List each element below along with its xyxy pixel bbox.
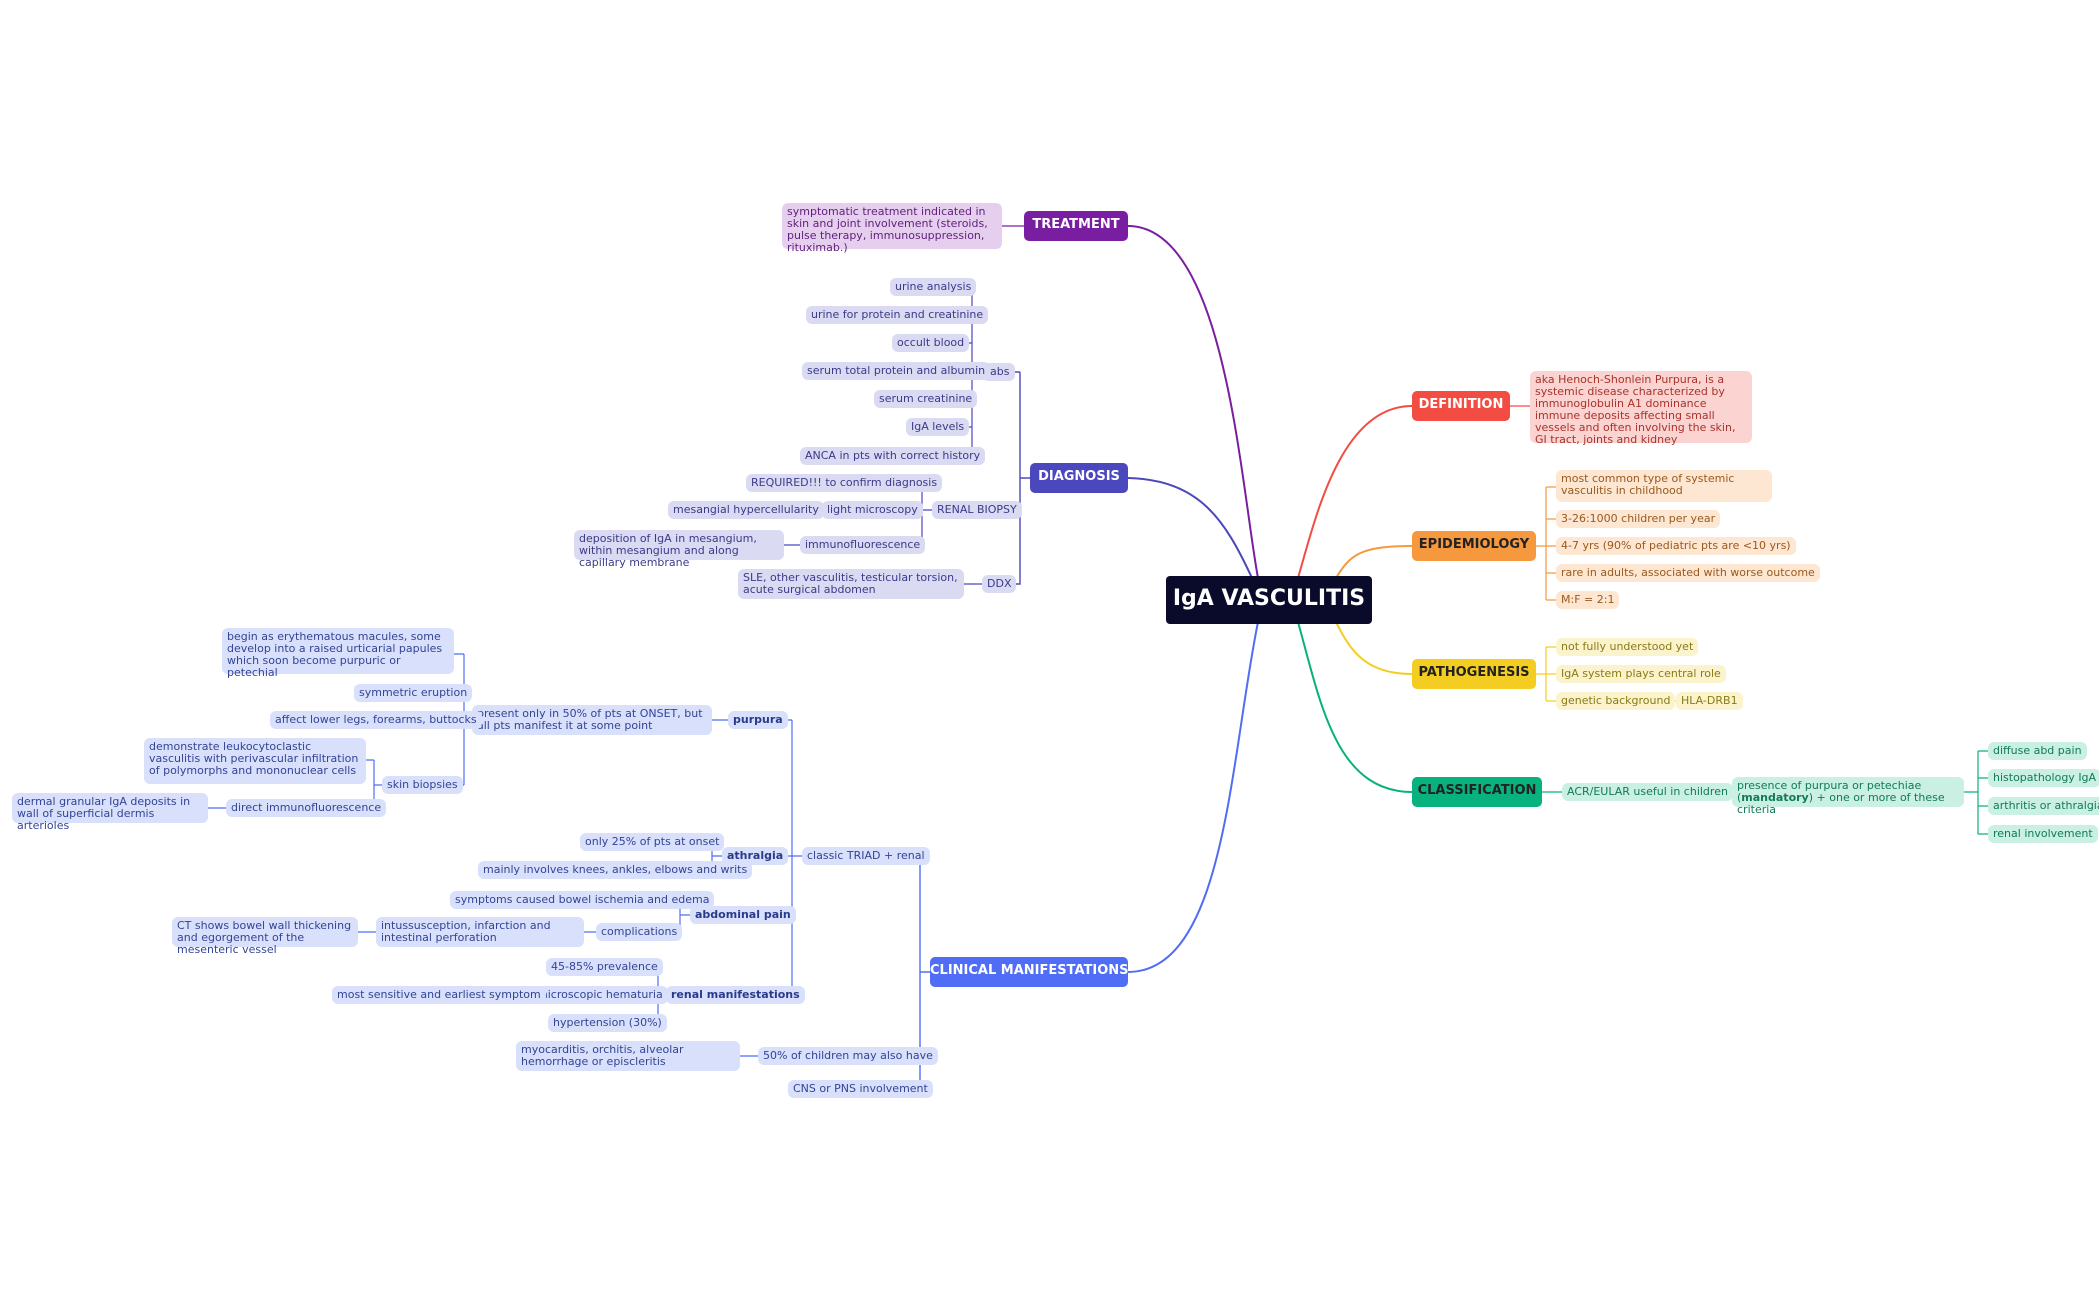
criteria-text-end: ) + one or more of these criteria: [1737, 791, 1945, 816]
biopsy-required[interactable]: REQUIRED!!! to confirm diagnosis: [746, 474, 943, 492]
treatment-topic[interactable]: TREATMENT: [1024, 211, 1128, 241]
skin-biopsies[interactable]: skin biopsies: [382, 776, 463, 794]
earliest-symptom[interactable]: most sensitive and earliest symptom: [332, 986, 546, 1004]
symmetric-eruption[interactable]: symmetric eruption: [354, 684, 473, 702]
lab-item[interactable]: IgA levels: [906, 418, 970, 436]
purpura-macules[interactable]: begin as erythematous macules, some deve…: [222, 628, 454, 679]
lab-item[interactable]: serum total protein and albumin: [802, 362, 991, 380]
renal-biopsy-node[interactable]: RENAL BIOPSY: [932, 501, 1022, 519]
root-topic[interactable]: IgA VASCULITIS: [1166, 576, 1372, 624]
epidemiology-topic[interactable]: EPIDEMIOLOGY: [1412, 531, 1536, 561]
children-may-have[interactable]: 50% of children may also have: [758, 1047, 938, 1065]
purpura-node[interactable]: purpura: [728, 711, 788, 729]
pathogenesis-item[interactable]: IgA system plays central role: [1556, 665, 1726, 683]
criteria-item[interactable]: histopathology IgA: [1988, 769, 2099, 787]
clinical-topic[interactable]: CLINICAL MANIFESTATIONS: [930, 957, 1129, 987]
diagnosis-topic[interactable]: DIAGNOSIS: [1030, 463, 1128, 493]
intussusception[interactable]: intussusception, infarction and intestin…: [376, 917, 584, 947]
athralgia-onset[interactable]: only 25% of pts at onset: [580, 833, 725, 851]
pathogenesis-item[interactable]: not fully understood yet: [1556, 638, 1699, 656]
lab-item[interactable]: urine for protein and creatinine: [806, 306, 989, 324]
leukocytoclastic-vasculitis[interactable]: demonstrate leukocytoclastic vasculitis …: [144, 738, 366, 784]
other-organs[interactable]: myocarditis, orchitis, alveolar hemorrha…: [516, 1041, 740, 1071]
lab-item[interactable]: ANCA in pts with correct history: [800, 447, 986, 465]
epidemiology-item[interactable]: rare in adults, associated with worse ou…: [1556, 564, 1820, 582]
lab-item[interactable]: occult blood: [892, 334, 970, 352]
bowel-ischemia[interactable]: symptoms caused bowel ischemia and edema: [450, 891, 715, 909]
epidemiology-item[interactable]: M:F = 2:1: [1556, 591, 1620, 609]
abdominal-pain-node[interactable]: abdominal pain: [690, 906, 796, 924]
ct-findings[interactable]: CT shows bowel wall thickening and egorg…: [172, 917, 358, 956]
lab-item[interactable]: serum creatinine: [874, 390, 978, 408]
criteria-item[interactable]: arthritis or athralgia: [1988, 797, 2099, 815]
renal-prevalence[interactable]: 45-85% prevalence: [546, 958, 663, 976]
definition-text[interactable]: aka Henoch-Shonlein Purpura, is a system…: [1530, 371, 1752, 446]
direct-immunofluorescence[interactable]: direct immunofluorescence: [226, 799, 387, 817]
purpura-onset[interactable]: present only in 50% of pts at ONSET, but…: [472, 705, 712, 735]
definition-topic[interactable]: DEFINITION: [1412, 391, 1510, 421]
microscopic-hematuria[interactable]: microscopic hematuria: [532, 986, 668, 1004]
ddx-node[interactable]: DDX: [982, 575, 1017, 593]
hypertension[interactable]: hypertension (30%): [548, 1014, 667, 1032]
epidemiology-item[interactable]: 4-7 yrs (90% of pediatric pts are <10 yr…: [1556, 537, 1796, 555]
criteria-mandatory: mandatory: [1741, 791, 1809, 804]
renal-manifestations-node[interactable]: renal manifestations: [666, 986, 805, 1004]
epidemiology-item[interactable]: most common type of systemic vasculitis …: [1556, 470, 1772, 502]
lab-item[interactable]: urine analysis: [890, 278, 977, 296]
hla-drb1[interactable]: HLA-DRB1: [1676, 692, 1743, 710]
complications-node[interactable]: complications: [596, 923, 683, 941]
treatment-note[interactable]: symptomatic treatment indicated in skin …: [782, 203, 1002, 254]
classification-topic[interactable]: CLASSIFICATION: [1412, 777, 1542, 807]
immunofluorescence[interactable]: immunofluorescence: [800, 536, 926, 554]
pathogenesis-topic[interactable]: PATHOGENESIS: [1412, 659, 1536, 689]
light-microscopy[interactable]: light microscopy: [822, 501, 923, 519]
athralgia-node[interactable]: athralgia: [722, 847, 789, 865]
classic-triad[interactable]: classic TRIAD + renal: [802, 847, 930, 865]
pathogenesis-item[interactable]: genetic background: [1556, 692, 1676, 710]
epidemiology-item[interactable]: 3-26:1000 children per year: [1556, 510, 1721, 528]
affected-areas[interactable]: affect lower legs, forearms, buttocks: [270, 711, 482, 729]
criteria-text: presence of purpura or petechiae (: [1737, 779, 1922, 804]
cns-pns-involvement[interactable]: CNS or PNS involvement: [788, 1080, 933, 1098]
criteria-item[interactable]: renal involvement: [1988, 825, 2098, 843]
acr-eular[interactable]: ACR/EULAR useful in children: [1562, 783, 1733, 801]
athralgia-joints[interactable]: mainly involves knees, ankles, elbows an…: [478, 861, 753, 879]
ddx-text[interactable]: SLE, other vasculitis, testicular torsio…: [738, 569, 964, 599]
classification-criteria[interactable]: presence of purpura or petechiae (mandat…: [1732, 777, 1964, 816]
iga-deposition[interactable]: deposition of IgA in mesangium, within m…: [574, 530, 784, 569]
labs-node[interactable]: labs: [982, 363, 1015, 381]
mesangial-hypercellularity[interactable]: mesangial hypercellularity: [668, 501, 824, 519]
criteria-item[interactable]: diffuse abd pain: [1988, 742, 2087, 760]
dermal-iga-deposits[interactable]: dermal granular IgA deposits in wall of …: [12, 793, 208, 832]
